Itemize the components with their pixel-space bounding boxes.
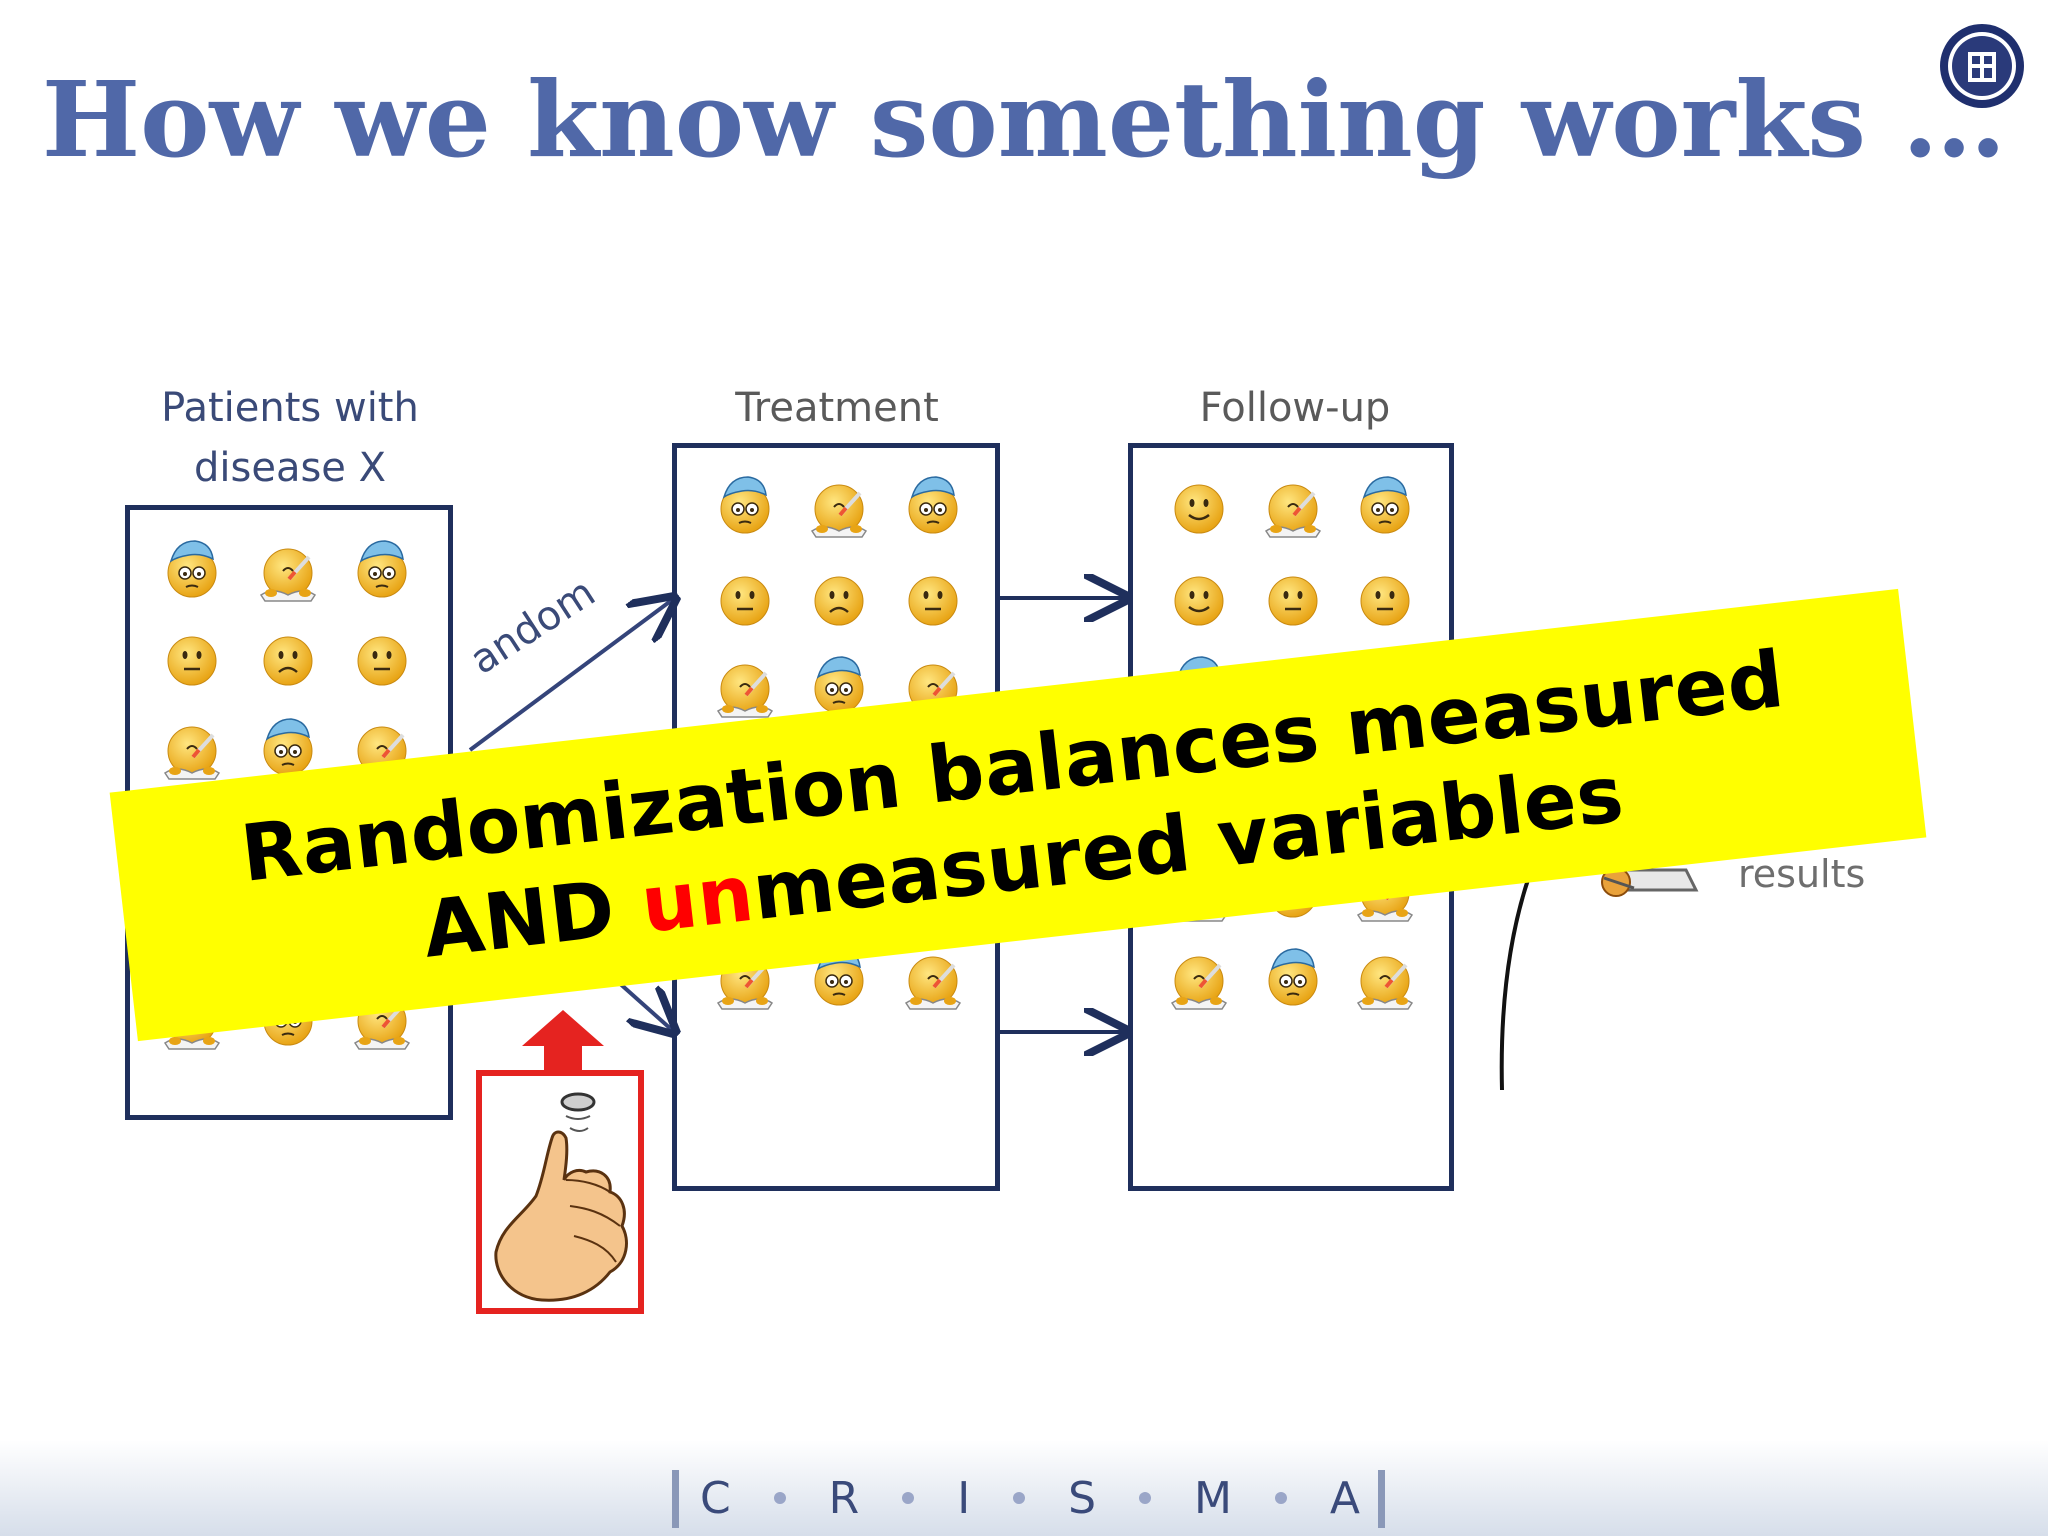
neutral-face-icon [1258, 563, 1328, 637]
footer-divider-right [1378, 1470, 1385, 1528]
banner-highlight-un: un [636, 848, 759, 951]
footer-letter: I [957, 1472, 971, 1524]
footer [0, 1440, 2048, 1536]
coin-toss-hand-icon [494, 1092, 628, 1302]
ice-pack-face-icon [157, 535, 227, 609]
neutral-face-icon [347, 623, 417, 697]
footer-dot [773, 1492, 786, 1504]
neutral-face-icon [710, 563, 780, 637]
footer-letter: R [828, 1472, 860, 1524]
footer-letter: C [700, 1472, 731, 1524]
followup-label: Follow-up [1199, 385, 1391, 431]
ice-pack-face-icon [898, 471, 968, 545]
neutral-face-icon [157, 623, 227, 697]
frowning-face-icon [253, 623, 323, 697]
ice-pack-face-icon [710, 471, 780, 545]
compare-scale-icon [1601, 867, 1699, 897]
thermometer-face-icon [1350, 943, 1420, 1017]
ice-pack-face-icon [347, 535, 417, 609]
thermometer-face-icon [804, 471, 874, 545]
arrow-to-treatment-upper [468, 600, 672, 752]
footer-dot [1013, 1492, 1026, 1504]
results-label: results [1738, 852, 1866, 896]
thermometer-face-icon [710, 651, 780, 725]
thermometer-face-icon [157, 713, 227, 787]
smiling-face-icon [1164, 563, 1234, 637]
footer-letter: S [1068, 1472, 1097, 1524]
banner-line-2-prefix: AND [418, 861, 648, 976]
thermometer-face-icon [1258, 471, 1328, 545]
patients-label-line2: disease X [193, 445, 387, 491]
compare-brace [1499, 859, 1537, 1091]
thermometer-face-icon [253, 535, 323, 609]
footer-dot [902, 1492, 915, 1504]
treatment-label: Treatment [735, 385, 939, 431]
patients-label: Patients with disease X [130, 378, 450, 498]
thermometer-face-icon [1164, 943, 1234, 1017]
neutral-face-icon [898, 563, 968, 637]
coin-toss-box [476, 1070, 644, 1314]
slide-title: How we know something works … [41, 58, 2007, 181]
ice-pack-face-icon [253, 713, 323, 787]
footer-dot [1274, 1492, 1287, 1504]
thermometer-face-icon [898, 943, 968, 1017]
university-seal-icon [1940, 24, 2024, 108]
footer-letter: A [1329, 1472, 1360, 1524]
ice-pack-face-icon [1258, 943, 1328, 1017]
up-arrow-icon [522, 1010, 604, 1074]
smiling-face-icon [1164, 471, 1234, 545]
frowning-face-icon [804, 563, 874, 637]
neutral-face-icon [1350, 563, 1420, 637]
footer-dot [1139, 1492, 1152, 1504]
patients-label-line1: Patients with [161, 385, 419, 431]
ice-pack-face-icon [1350, 471, 1420, 545]
footer-divider-left [672, 1470, 679, 1528]
ice-pack-face-icon [804, 651, 874, 725]
footer-letter: M [1193, 1472, 1232, 1524]
